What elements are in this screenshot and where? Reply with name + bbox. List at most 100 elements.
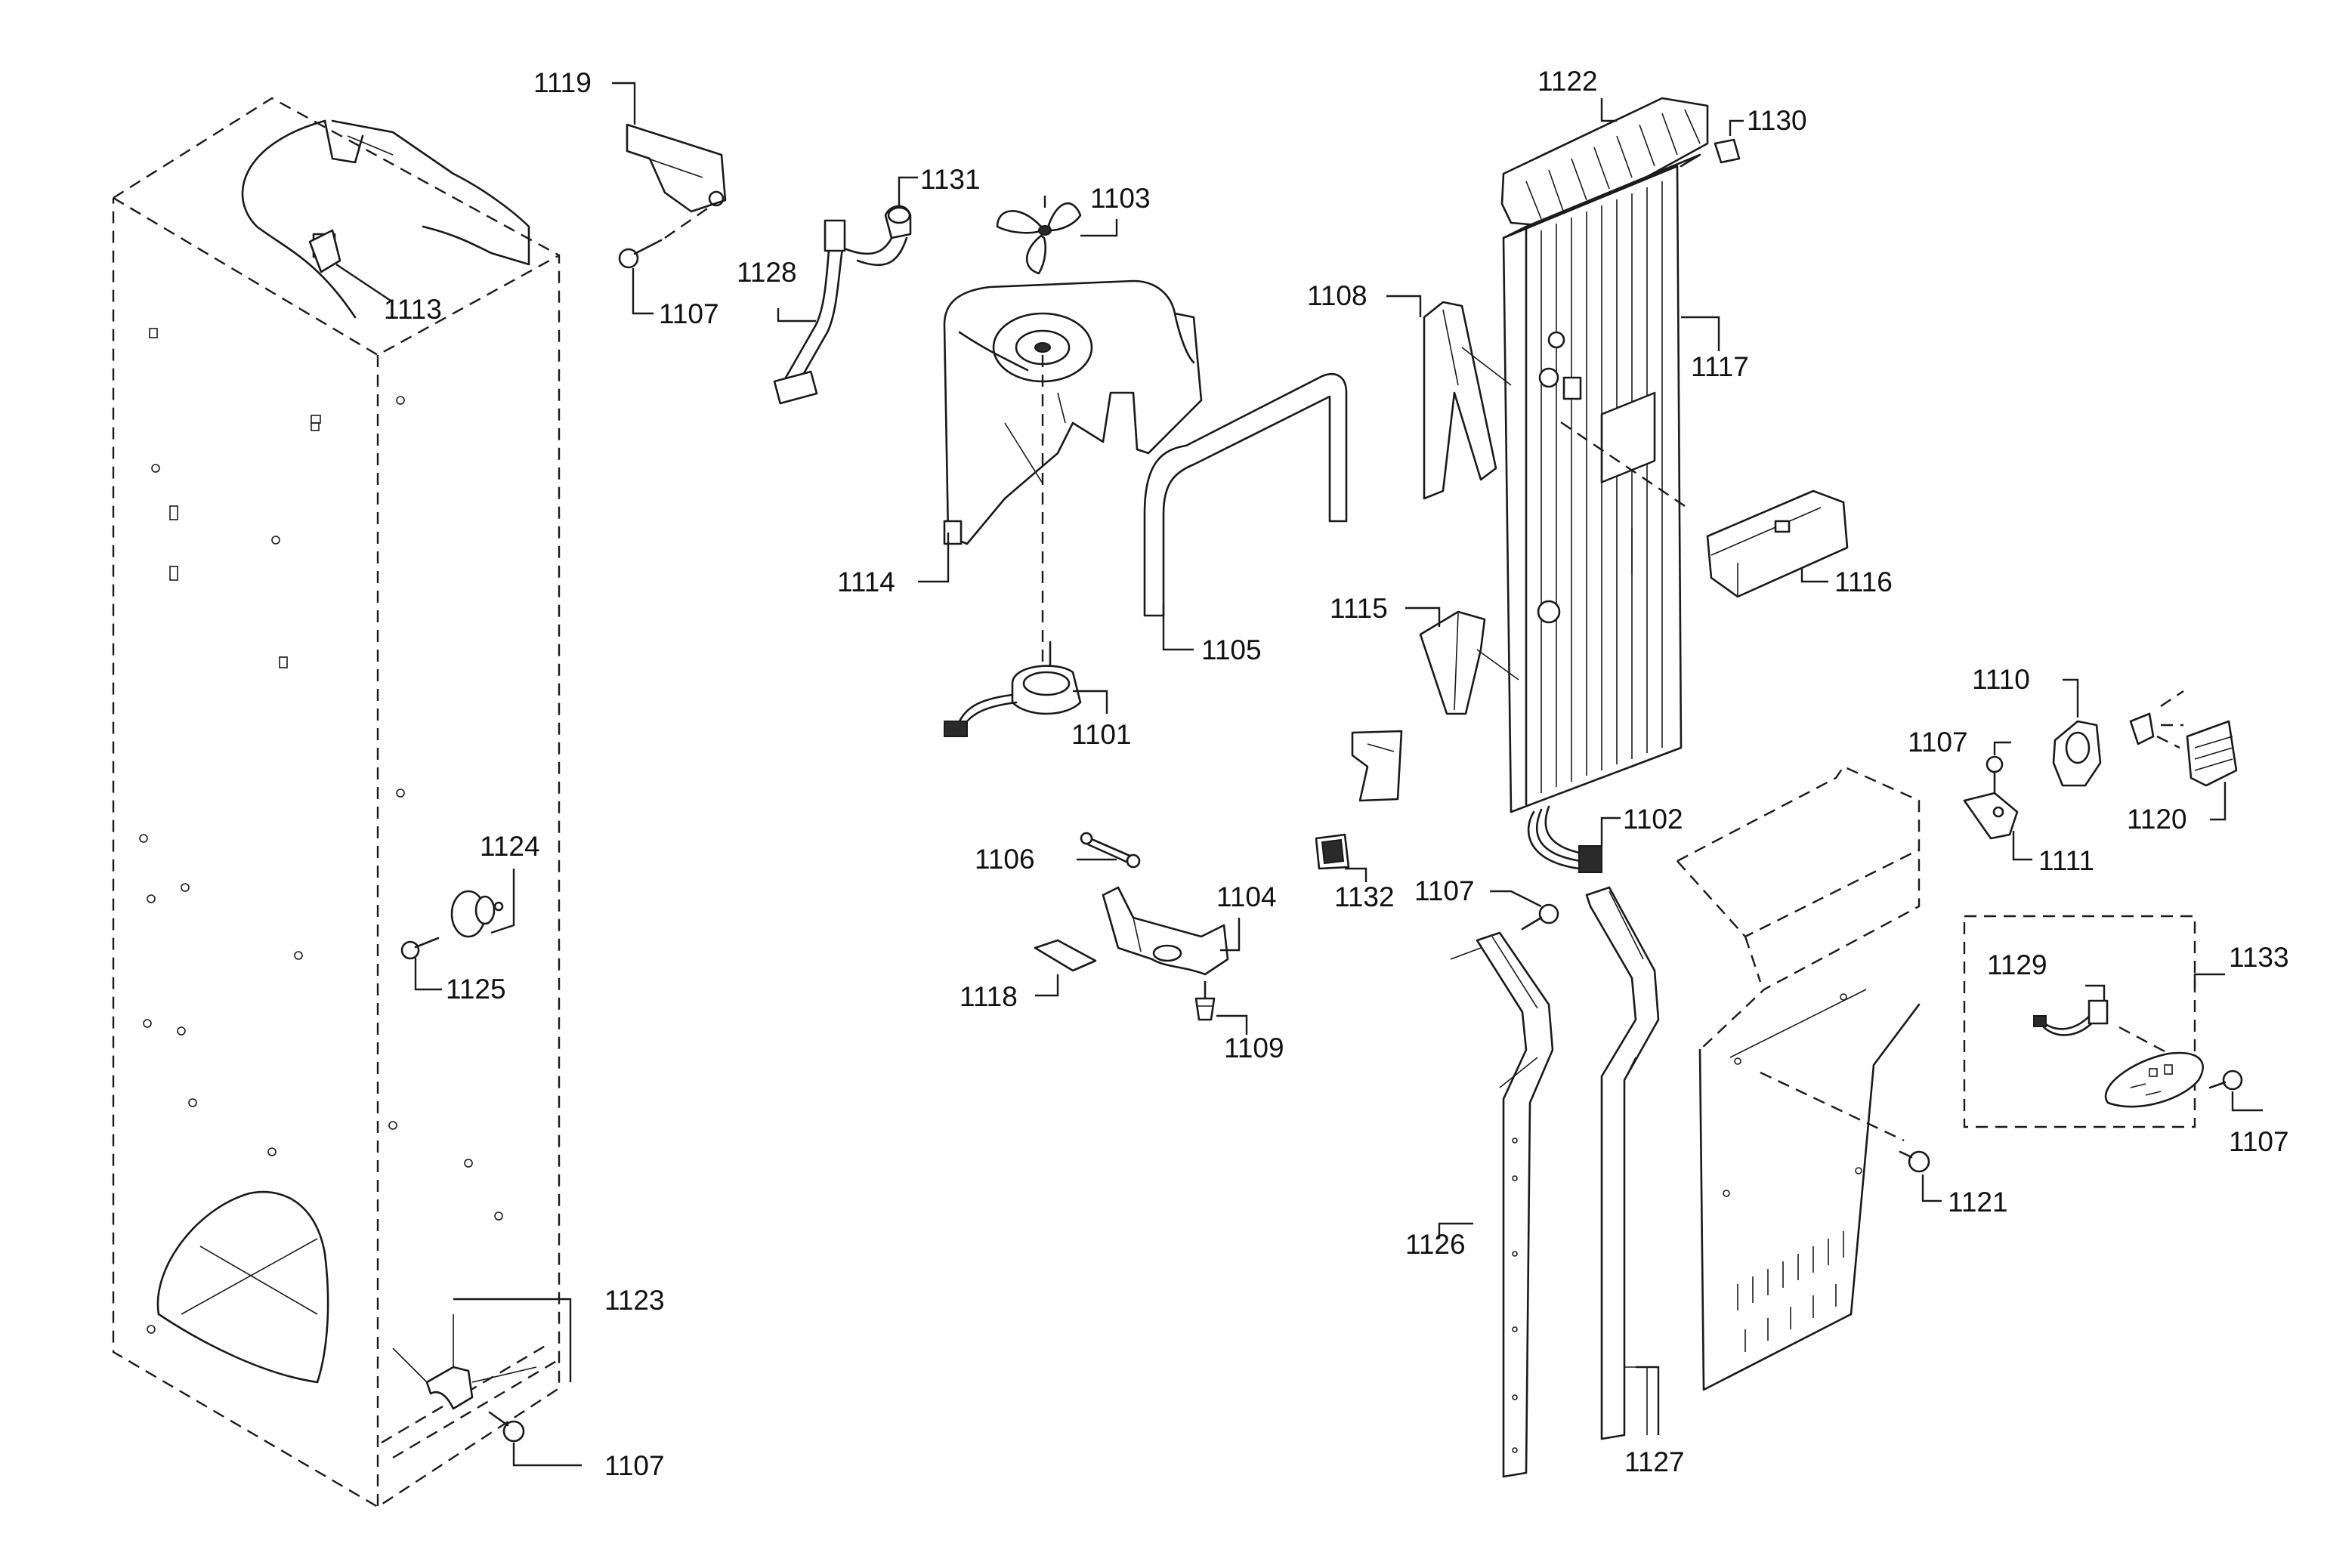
label-1102: 1102 [1623, 804, 1683, 835]
leader-1107-e [2231, 1091, 2263, 1112]
leader-1120 [2210, 782, 2227, 821]
control-assembly-1133 [1963, 915, 2196, 1128]
screw-1107-right-lower [2208, 1070, 2243, 1091]
seal-1105 [1143, 372, 1348, 617]
leader-1131 [898, 176, 918, 208]
leader-1125 [414, 958, 442, 991]
label-1107-d: 1107 [1908, 727, 1968, 758]
screw-1125 [400, 937, 440, 960]
leader-1111 [2012, 831, 2032, 861]
bracket-1119 [626, 123, 727, 213]
label-1107-c: 1107 [1414, 875, 1475, 906]
label-1131: 1131 [920, 164, 981, 195]
label-1113: 1113 [384, 294, 442, 325]
label-1107-e: 1107 [2229, 1126, 2289, 1157]
label-1118: 1118 [960, 981, 1018, 1012]
label-1130: 1130 [1747, 105, 1807, 136]
light-socket-1110 [2052, 690, 2184, 787]
label-1104: 1104 [1216, 881, 1277, 912]
label-1107-a: 1107 [659, 298, 719, 329]
leader-1102 [1600, 816, 1621, 846]
thermistor-1131 [887, 206, 911, 224]
evaporator-cover-1117 [1502, 153, 1701, 813]
duct-1115 [1419, 610, 1519, 715]
label-1101: 1101 [1071, 719, 1132, 750]
wire-harness-1128 [773, 205, 912, 405]
label-1121: 1121 [1948, 1187, 2008, 1218]
leader-1103 [1080, 219, 1118, 237]
label-1123: 1123 [604, 1285, 665, 1316]
leader-1124 [490, 869, 515, 934]
leader-1122 [1600, 98, 1617, 122]
strap-1106 [1080, 832, 1141, 869]
label-1109: 1109 [1224, 1032, 1284, 1063]
label-1122: 1122 [1537, 66, 1598, 97]
leader-1107-d [1993, 741, 2011, 755]
leader-1126 [1438, 1222, 1473, 1239]
label-1124: 1124 [480, 831, 540, 862]
label-1126: 1126 [1405, 1229, 1466, 1260]
leader-1104 [1220, 918, 1241, 952]
label-1127: 1127 [1624, 1446, 1685, 1477]
clip-1113 [308, 229, 341, 273]
label-1132: 1132 [1334, 881, 1395, 912]
leader-1107-a [632, 268, 654, 315]
label-1111: 1111 [2038, 845, 2094, 876]
bracket-1116 [1556, 418, 1849, 598]
leader-1108 [1386, 295, 1422, 317]
leader-1132 [1345, 867, 1367, 882]
fan-motor-1101 [944, 640, 1082, 737]
leader-1128 [777, 308, 816, 323]
leader-1133 [2193, 973, 2225, 989]
bumper-1124 [450, 890, 504, 938]
label-1114: 1114 [837, 566, 895, 597]
part-1132-upper [1351, 730, 1403, 802]
rail-1127 [1585, 886, 1660, 1440]
leader-1129 [2085, 984, 2106, 1001]
leader-1127 [1636, 1366, 1660, 1435]
leader-1105 [1162, 604, 1194, 651]
part-1130 [1714, 138, 1741, 164]
control-panel [2104, 1026, 2204, 1108]
duct-1108 [1423, 301, 1512, 500]
label-1107-b: 1107 [604, 1450, 665, 1481]
wire-connector-1102 [1527, 805, 1602, 873]
leader-1107-b [512, 1443, 582, 1467]
label-1128: 1128 [737, 257, 797, 288]
rear-panel-1121 [1676, 765, 1921, 1391]
label-1115: 1115 [1330, 593, 1388, 624]
label-1129: 1129 [1987, 949, 2047, 980]
screw-1121 [1899, 1150, 1930, 1173]
light-lens-1120 [2186, 720, 2238, 787]
part-1132 [1315, 833, 1350, 870]
screw-1107-bottom [488, 1411, 525, 1443]
label-1108: 1108 [1307, 280, 1367, 311]
screw-1107-right-upper [1986, 755, 2004, 793]
label-1119: 1119 [533, 67, 592, 98]
clip-1111 [1963, 792, 2019, 840]
leader-1116 [1800, 568, 1828, 583]
label-1120: 1120 [2127, 804, 2187, 835]
fan-blade-1103 [996, 189, 1082, 275]
leader-1121 [1921, 1174, 1942, 1202]
leader-1107-c [1490, 890, 1542, 908]
leader-1114 [918, 532, 950, 583]
rail-1126 [1450, 931, 1554, 1478]
sensor-1129 [2033, 999, 2109, 1036]
cabinet-housing [112, 97, 561, 1508]
fan-shroud-1114 [943, 279, 1203, 680]
label-1125: 1125 [446, 974, 506, 1005]
bracket-1104 [1102, 886, 1229, 976]
label-1106: 1106 [975, 844, 1035, 875]
leader-1110 [2063, 678, 2079, 718]
bracket-1123 [392, 1314, 537, 1410]
label-1103: 1103 [1090, 183, 1151, 214]
tape-1118 [1034, 939, 1097, 972]
label-1133: 1133 [2229, 942, 2289, 973]
leader-1113 [335, 264, 394, 303]
leader-1118 [1035, 974, 1059, 997]
screw-1107-center [1521, 903, 1559, 931]
label-1105: 1105 [1201, 634, 1262, 665]
leader-1109 [1216, 1014, 1248, 1035]
